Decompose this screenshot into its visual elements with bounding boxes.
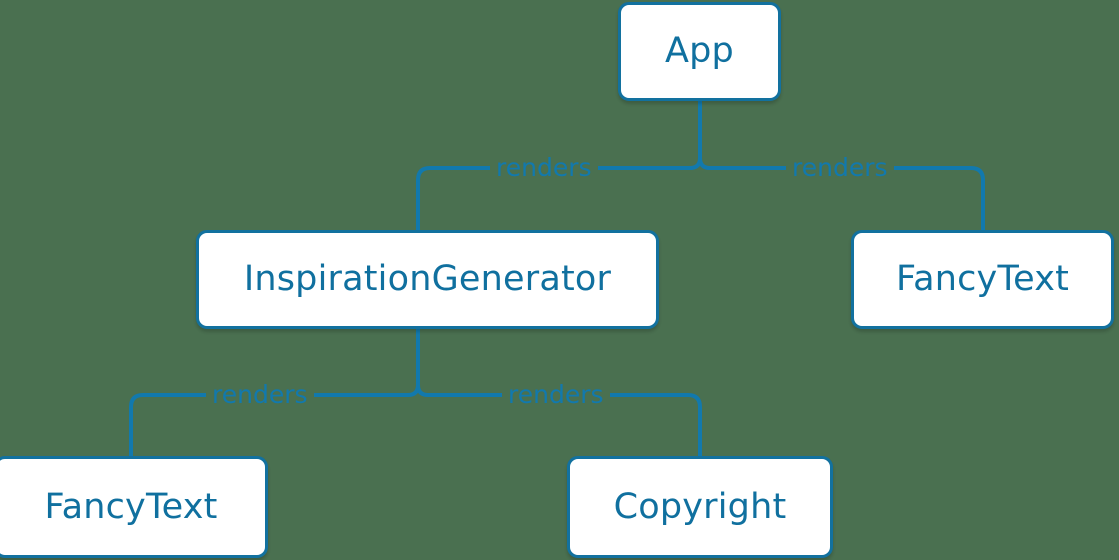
edge-app-to-fancytext-right xyxy=(710,166,985,230)
edge-label-app-to-inspirationgenerator: renders xyxy=(490,155,598,180)
node-copyright[interactable]: Copyright xyxy=(567,456,833,558)
node-inspirationgenerator[interactable]: InspirationGenerator xyxy=(196,230,659,329)
edge-inspirationgenerator-stem-mirror xyxy=(407,329,420,397)
node-copyright-label: Copyright xyxy=(613,486,787,527)
edge-label-inspirationgenerator-to-fancytext-bottom-left: renders xyxy=(206,382,314,407)
node-fancytext-right[interactable]: FancyText xyxy=(851,230,1114,329)
node-fancytext-bottom-left-label: FancyText xyxy=(44,486,218,527)
edge-inspirationgenerator-to-copyright xyxy=(428,393,702,456)
edge-label-app-to-fancytext-right: renders xyxy=(786,155,894,180)
edge-inspirationgenerator-to-fancytext-bottom xyxy=(129,393,408,456)
node-app[interactable]: App xyxy=(618,2,781,101)
node-fancytext-bottom-left[interactable]: FancyText xyxy=(0,456,268,558)
edge-label-inspirationgenerator-to-copyright: renders xyxy=(502,382,610,407)
node-fancytext-right-label: FancyText xyxy=(895,259,1070,299)
edge-app-stem-mirror xyxy=(689,101,702,170)
edge-app-to-inspirationgenerator xyxy=(416,166,690,230)
node-inspirationgenerator-label: InspirationGenerator xyxy=(243,259,612,299)
node-app-label: App xyxy=(665,31,734,71)
